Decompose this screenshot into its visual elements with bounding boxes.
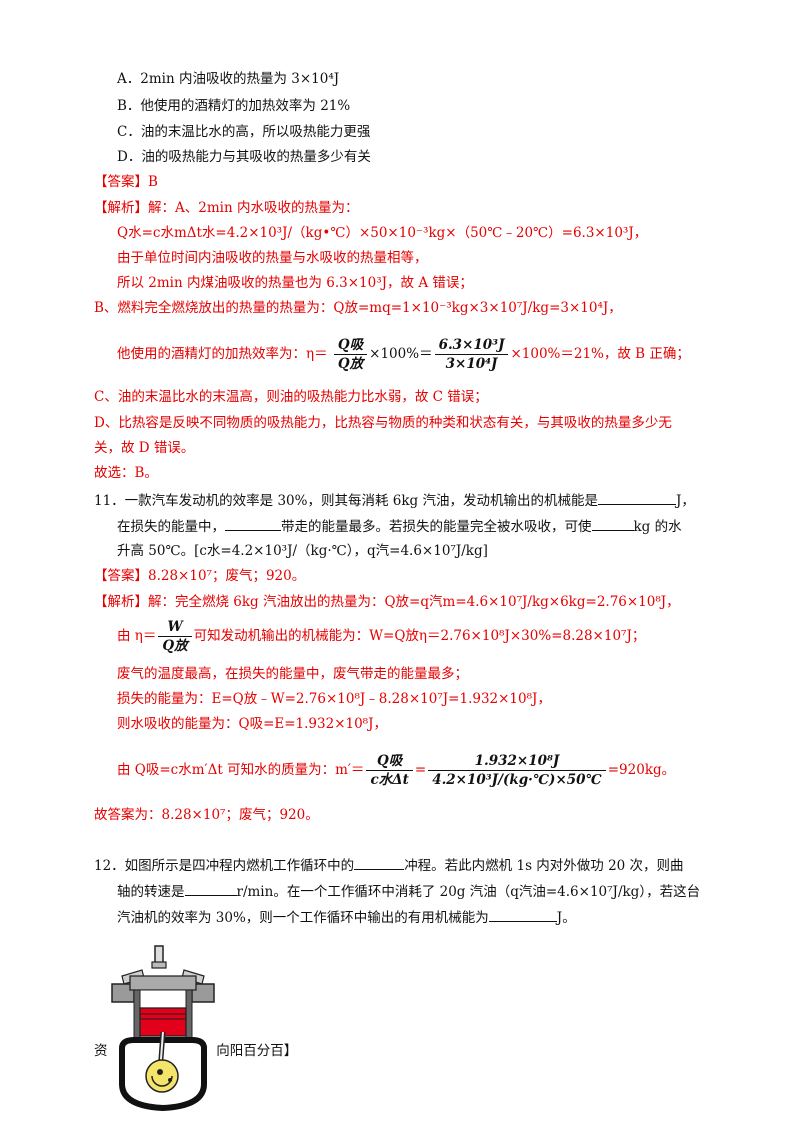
q12-text: 汽油机的效率为 30%，则一个工作循环中输出的有用机械能为 (117, 910, 489, 926)
answer-blank[interactable] (591, 516, 634, 531)
fraction-denominator: c水Δt (370, 772, 409, 788)
fraction-denominator: 3×10⁴J (445, 356, 498, 372)
source-note-right: 】：向阳百分百】 (196, 1043, 298, 1059)
q11-efficiency-line: 由 η＝ W Q放 可知发动机输出的机械能为：W=Q放η＝2.76×10⁸J×3… (117, 616, 645, 656)
engine-cylinder-diagram (111, 945, 215, 1112)
q12-text: 12．如图所示是四冲程内燃机工作循环中的 (94, 858, 355, 874)
q10-line3: 由于单位时间内油吸收的热量与水吸收的热量相等， (117, 250, 428, 266)
q10-efficiency-formula: 他使用的酒精灯的加热效率为：η＝ Q吸 Q放 ×100%＝ 6.3×10³J 3… (117, 334, 690, 374)
q11-line3: 升高 50℃。[c水=4.2×10³J/（kg·℃），q汽=4.6×10⁷J/k… (117, 543, 488, 559)
q11-text: kg 的水 (633, 519, 682, 535)
fraction-values: 1.932×10⁸J 4.2×10³J/(kg·℃)×50℃ (428, 752, 606, 789)
q12-text: r/min。在一个工作循环中消耗了 20g 汽油（q汽油=4.6×10⁷J/kg… (236, 884, 701, 900)
q10-line4: 所以 2min 内煤油吸收的热量也为 6.3×10³J，故 A 错误； (117, 275, 473, 291)
fraction-q-absorbed-over-q-released: Q吸 Q放 (333, 336, 368, 373)
formula-mid: ×100%＝ (369, 346, 433, 362)
analysis-heading: 【解析】 (94, 594, 148, 610)
fraction-numerator: Q吸 (333, 336, 368, 355)
q11-final: 故答案为：8.28×10⁷；废气；920。 (94, 807, 319, 823)
fraction-denominator: 4.2×10³J/(kg·℃)×50℃ (432, 772, 602, 788)
answer-blank[interactable] (225, 516, 281, 531)
q11-text: 11．一款汽车发动机的效率是 30%，则其每消耗 6kg 汽油，发动机输出的机械… (94, 493, 598, 509)
formula-prefix: 他使用的酒精灯的加热效率为：η＝ (117, 346, 328, 362)
analysis-text: 解：A、2min 内水吸收的热量为： (148, 200, 359, 216)
answer-blank[interactable] (354, 855, 405, 870)
analysis-text: 解：完全燃烧 6kg 汽油放出的热量为：Q放=q汽m=4.6×10⁷J/kg×6… (148, 594, 680, 610)
answer-blank[interactable] (597, 490, 676, 505)
equals-sign: = (414, 762, 427, 778)
q10-analysis-line1: 【解析】解：A、2min 内水吸收的热量为： (94, 198, 358, 218)
fraction-denominator: Q放 (162, 638, 188, 654)
fraction-w-over-q: W Q放 (158, 618, 192, 655)
formula-suffix: =920kg。 (607, 762, 676, 778)
answer-blank[interactable] (184, 881, 237, 896)
option-c: C．油的末温比水的高，所以吸热能力更强 (117, 124, 371, 140)
q12-line3: 汽油机的效率为 30%，则一个工作循环中输出的有用机械能为 J。 (117, 907, 576, 928)
q10-answer: 【答案】B (94, 174, 158, 190)
q11-text: 在损失的能量中， (117, 519, 225, 535)
q11-line1: 11．一款汽车发动机的效率是 30%，则其每消耗 6kg 汽油，发动机输出的机械… (94, 490, 695, 511)
q10-line2: Q水=c水mΔt水=4.2×10³J/（kg•℃）×50×10⁻³kg×（50℃… (117, 225, 648, 241)
option-b: B．他使用的酒精灯的加热效率为 21% (117, 98, 351, 114)
fraction-numerator: Q吸 (366, 752, 413, 771)
formula-suffix: 可知发动机输出的机械能为：W=Q放η＝2.76×10⁸J×30%=8.28×10… (193, 628, 646, 644)
q12-text: J。 (556, 910, 576, 926)
analysis-heading: 【解析】 (94, 200, 148, 216)
q11-line3a: 废气的温度最高，在损失的能量中，废气带走的能量最多； (117, 666, 468, 682)
q10-line9: 关，故 D 错误。 (94, 440, 195, 456)
fraction-numerator: W (158, 618, 192, 637)
q10-line10: 故选：B。 (94, 465, 158, 481)
q11-text: 带走的能量最多。若损失的能量完全被水吸收，可使 (281, 519, 592, 535)
fraction-q-over-c-dt: Q吸 c水Δt (366, 752, 413, 789)
q10-line5: B、燃料完全燃烧放出的热量的热量为：Q放=mq=1×10⁻³kg×3×10⁷J/… (94, 300, 622, 316)
q11-text: J， (675, 493, 695, 509)
q11-line5a: 则水吸收的能量为：Q吸=E=1.932×10⁸J， (117, 716, 388, 732)
q10-line8: D、比热容是反映不同物质的吸热能力，比热容与物质的种类和状态有关，与其吸收的热量… (94, 415, 672, 431)
source-note-left: 资 (94, 1043, 108, 1059)
q12-text: 轴的转速是 (117, 884, 185, 900)
q12-text: 冲程。若此内燃机 1s 内对外做功 20 次，则曲 (404, 858, 684, 874)
fraction-values: 6.3×10³J 3×10⁴J (434, 336, 509, 373)
q11-line4a: 损失的能量为：E=Q放﹣W=2.76×10⁸J﹣8.28×10⁷J=1.932×… (117, 691, 551, 707)
fraction-denominator: Q放 (337, 356, 364, 372)
q10-line7: C、油的末温比水的末温高，则油的吸热能力比水弱，故 C 错误； (94, 389, 488, 405)
option-d: D．油的吸热能力与其吸收的热量多少有关 (117, 149, 371, 165)
fraction-numerator: 1.932×10⁸J (428, 752, 606, 771)
option-a: A．2min 内油吸收的热量为 3×10⁴J (117, 71, 340, 87)
formula-prefix: 由 η＝ (117, 628, 157, 644)
q12-line1: 12．如图所示是四冲程内燃机工作循环中的 冲程。若此内燃机 1s 内对外做功 20… (94, 855, 684, 876)
answer-blank[interactable] (488, 907, 557, 922)
formula-suffix: ×100%＝21%，故 B 正确； (510, 346, 690, 362)
formula-prefix: 由 Q吸=c水m′Δt 可知水的质量为：m′＝ (117, 762, 365, 778)
q12-line2: 轴的转速是 r/min。在一个工作循环中消耗了 20g 汽油（q汽油=4.6×10… (117, 881, 700, 902)
fraction-numerator: 6.3×10³J (434, 336, 509, 355)
q11-analysis-line1: 【解析】解：完全燃烧 6kg 汽油放出的热量为：Q放=q汽m=4.6×10⁷J/… (94, 592, 680, 612)
q11-line2: 在损失的能量中， 带走的能量最多。若损失的能量完全被水吸收，可使 kg 的水 (117, 516, 682, 537)
q11-mass-formula: 由 Q吸=c水m′Δt 可知水的质量为：m′＝ Q吸 c水Δt = 1.932×… (117, 748, 675, 792)
q11-answer: 【答案】8.28×10⁷；废气；920。 (94, 568, 306, 584)
